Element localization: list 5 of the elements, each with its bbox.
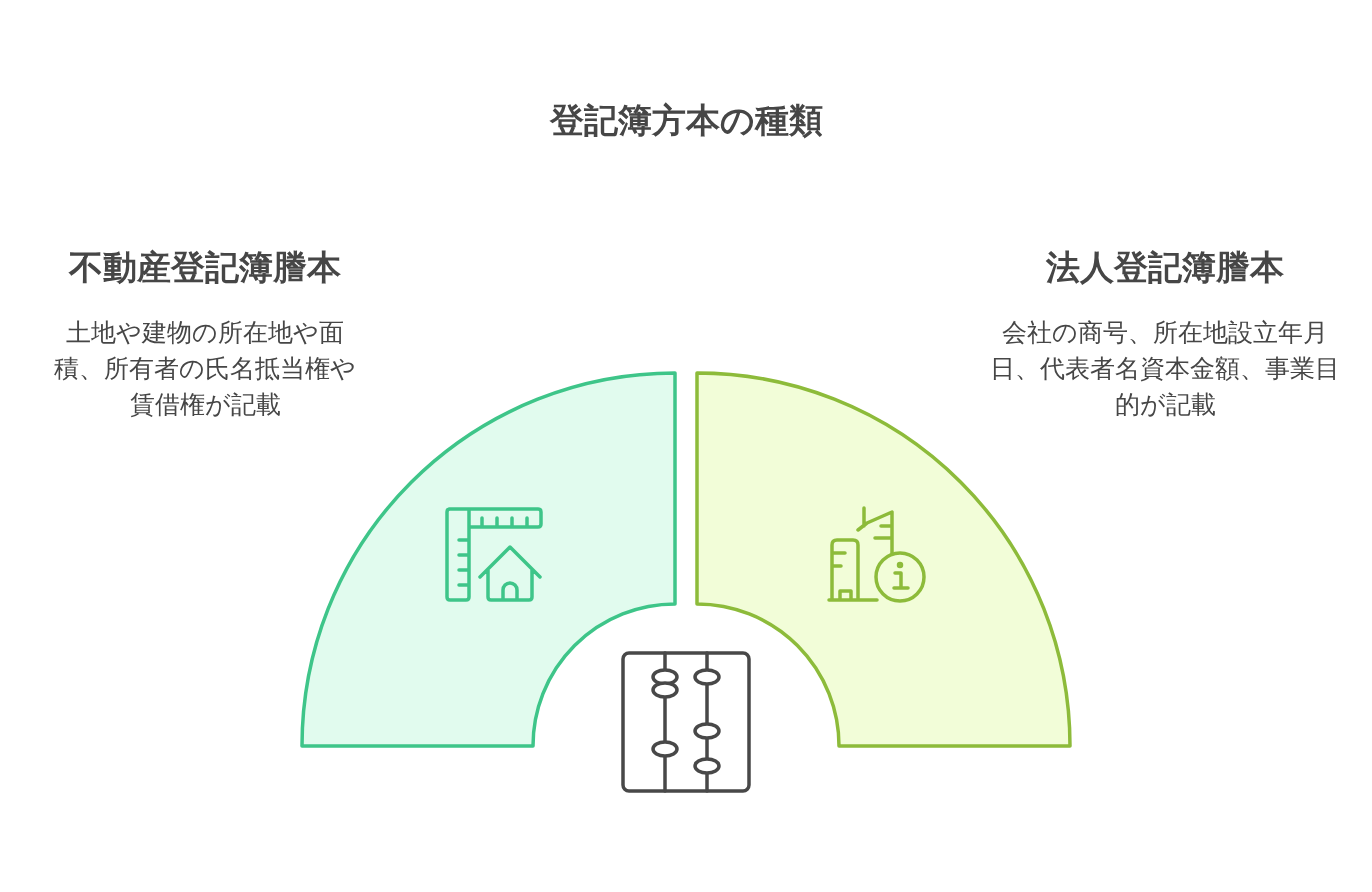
- heading: 不動産登記簿謄本: [67, 246, 342, 289]
- heading: 法人登記簿謄本: [1045, 246, 1285, 289]
- description: 会社の商号、所在地設立年月日、代表者名資本金額、事業目的が記載: [989, 317, 1341, 421]
- description: 土地や建物の所在地や面積、所有者の氏名抵当権や賃借権が記載: [53, 317, 357, 421]
- title: 登記簿方本の種類: [548, 99, 824, 142]
